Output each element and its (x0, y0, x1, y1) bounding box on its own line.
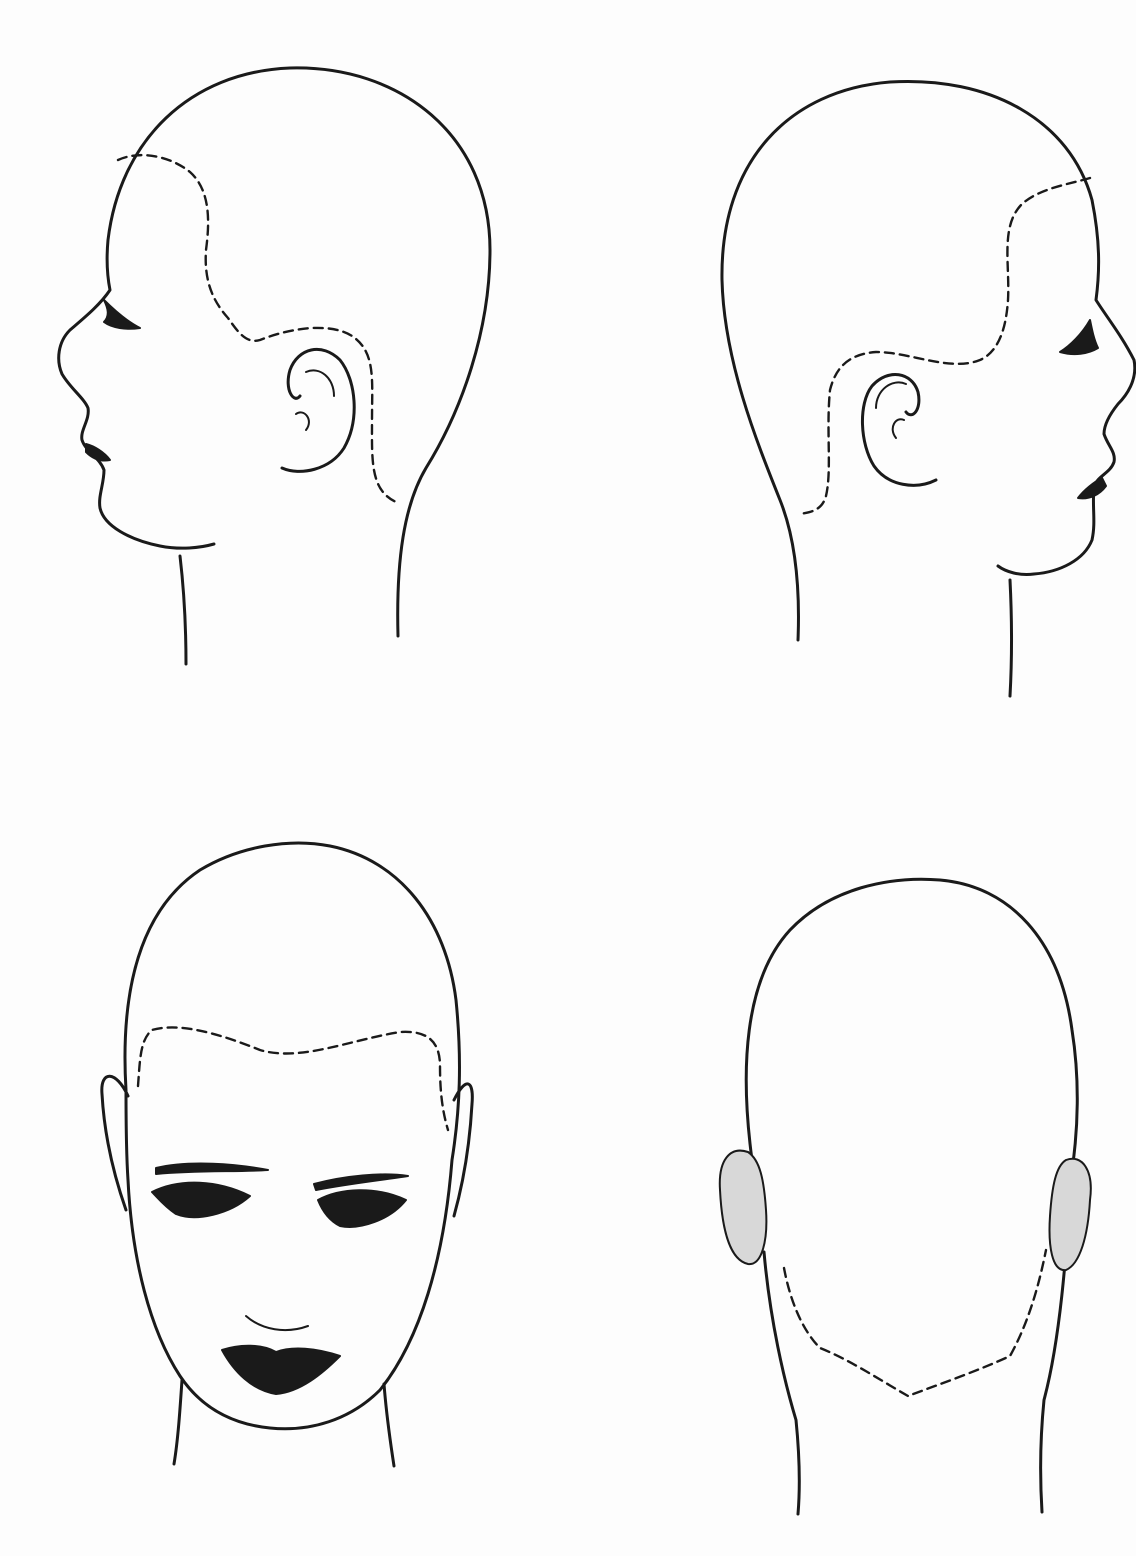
left-profile-head-outline (59, 68, 490, 636)
front-eye-right (318, 1190, 406, 1227)
back-nape-hairline (784, 1250, 1046, 1396)
right-profile-hairline (800, 178, 1090, 514)
left-profile-hairline (118, 155, 396, 502)
front-nose (246, 1316, 308, 1330)
right-profile-eye (1060, 320, 1098, 354)
front-neck-right (384, 1384, 394, 1466)
front-eyebrow-right (314, 1174, 408, 1190)
right-profile-view (722, 81, 1135, 696)
right-profile-ear-inner (876, 382, 906, 438)
left-profile-ear (282, 349, 354, 471)
back-view (720, 879, 1091, 1514)
back-neck-left (764, 1252, 799, 1514)
left-profile-mouth (86, 444, 110, 461)
front-head-outline (125, 843, 460, 1429)
front-neck-left (174, 1380, 182, 1464)
front-lips (222, 1346, 340, 1394)
left-profile-neck-front (180, 556, 186, 664)
front-eye-left (152, 1183, 250, 1217)
back-ear-left (720, 1151, 767, 1264)
left-profile-ear-inner (296, 370, 334, 430)
right-profile-mouth (1078, 478, 1106, 498)
right-profile-ear (862, 375, 936, 486)
front-ear-left (102, 1076, 128, 1210)
left-profile-view (59, 68, 490, 664)
front-eyebrow-left (156, 1164, 268, 1174)
back-ear-right (1050, 1159, 1091, 1270)
left-profile-eye (104, 300, 140, 329)
right-profile-neck-front (1010, 580, 1012, 696)
front-hairline (138, 1027, 448, 1130)
front-view (102, 843, 472, 1466)
